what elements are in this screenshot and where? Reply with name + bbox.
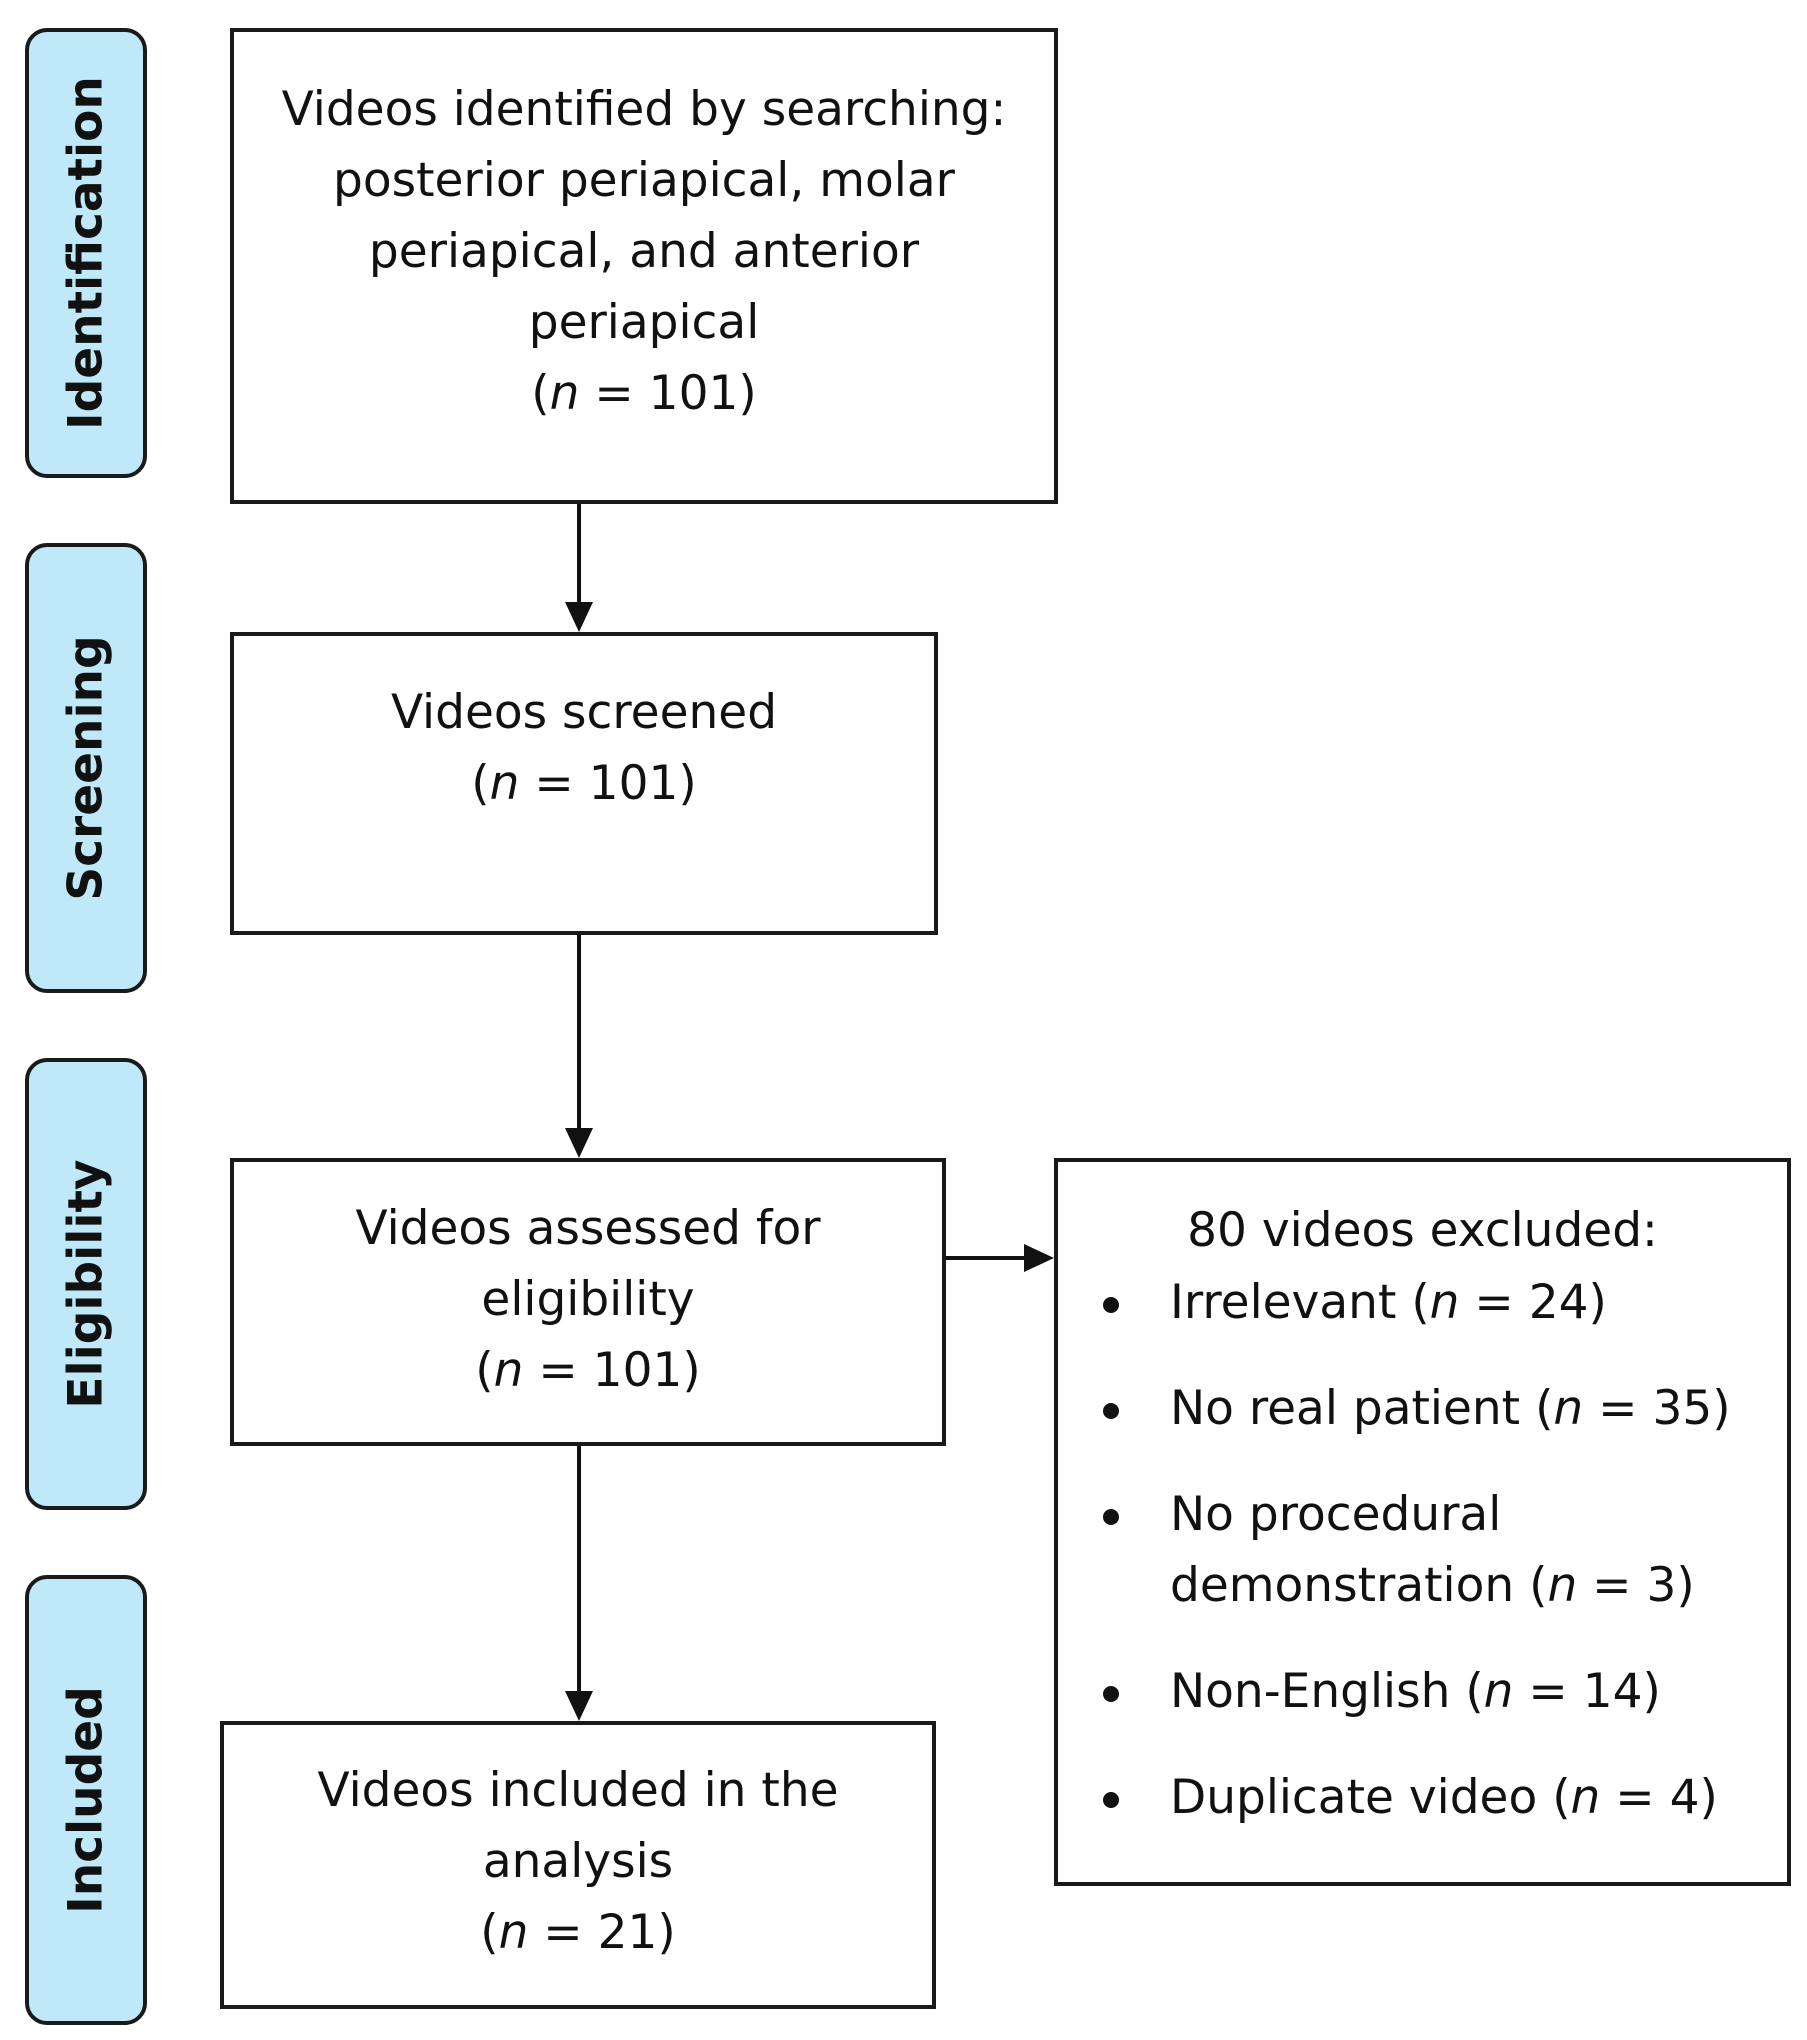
exclusion-label: Non-English (n = 14) (1170, 1664, 1661, 1719)
identified-box: Videos identified by searching: posterio… (230, 28, 1058, 504)
stage-identification: Identification (25, 28, 147, 478)
screened-line-1: Videos screened (390, 685, 778, 740)
exclusions-heading: 80 videos excluded: (1187, 1203, 1658, 1258)
eligibility-count: (n = 101) (475, 1343, 701, 1398)
stage-included: Included (25, 1575, 147, 2025)
exclusion-label: Irrelevant (n = 24) (1170, 1275, 1607, 1330)
exclusion-label: No real patient (n = 35) (1170, 1381, 1731, 1436)
identified-line-4: periapical (528, 295, 760, 350)
identified-count: (n = 101) (531, 366, 757, 421)
included-box: Videos included in the analysis (n = 21) (220, 1721, 936, 2009)
exclusion-label: No procedural demonstration (n = 3) (1170, 1487, 1695, 1613)
screened-box: Videos screened (n = 101) (230, 632, 938, 935)
bullet-icon (1103, 1509, 1119, 1525)
stage-label: Eligibility (58, 1159, 114, 1409)
included-count: (n = 21) (480, 1905, 676, 1960)
identified-line-1: Videos identified by searching: (281, 82, 1007, 137)
stage-label: Identification (58, 76, 114, 430)
included-line-1: Videos included in the (317, 1763, 839, 1818)
exclusion-label: Duplicate video (n = 4) (1170, 1770, 1718, 1825)
stage-eligibility: Eligibility (25, 1058, 147, 1510)
eligibility-line-1: Videos assessed for (355, 1201, 821, 1256)
bullet-icon (1103, 1403, 1119, 1419)
bullet-icon (1103, 1686, 1119, 1702)
eligibility-line-2: eligibility (481, 1272, 695, 1327)
stage-screening: Screening (25, 543, 147, 993)
exclusions-box: 80 videos excluded: Irrelevant (n = 24) … (1054, 1158, 1791, 1886)
eligibility-box: Videos assessed for eligibility (n = 101… (230, 1158, 946, 1446)
arrowhead-icon (565, 602, 593, 632)
arrowhead-icon (1024, 1244, 1054, 1272)
included-line-2: analysis (482, 1834, 674, 1889)
stage-label: Screening (58, 635, 114, 901)
screened-count: (n = 101) (471, 756, 697, 811)
bullet-icon (1103, 1297, 1119, 1313)
bullet-icon (1103, 1792, 1119, 1808)
stage-label: Included (58, 1686, 114, 1914)
arrowhead-icon (565, 1691, 593, 1721)
identified-line-2: posterior periapical, molar (333, 153, 955, 208)
arrowhead-icon (565, 1128, 593, 1158)
identified-line-3: periapical, and anterior (368, 224, 920, 279)
